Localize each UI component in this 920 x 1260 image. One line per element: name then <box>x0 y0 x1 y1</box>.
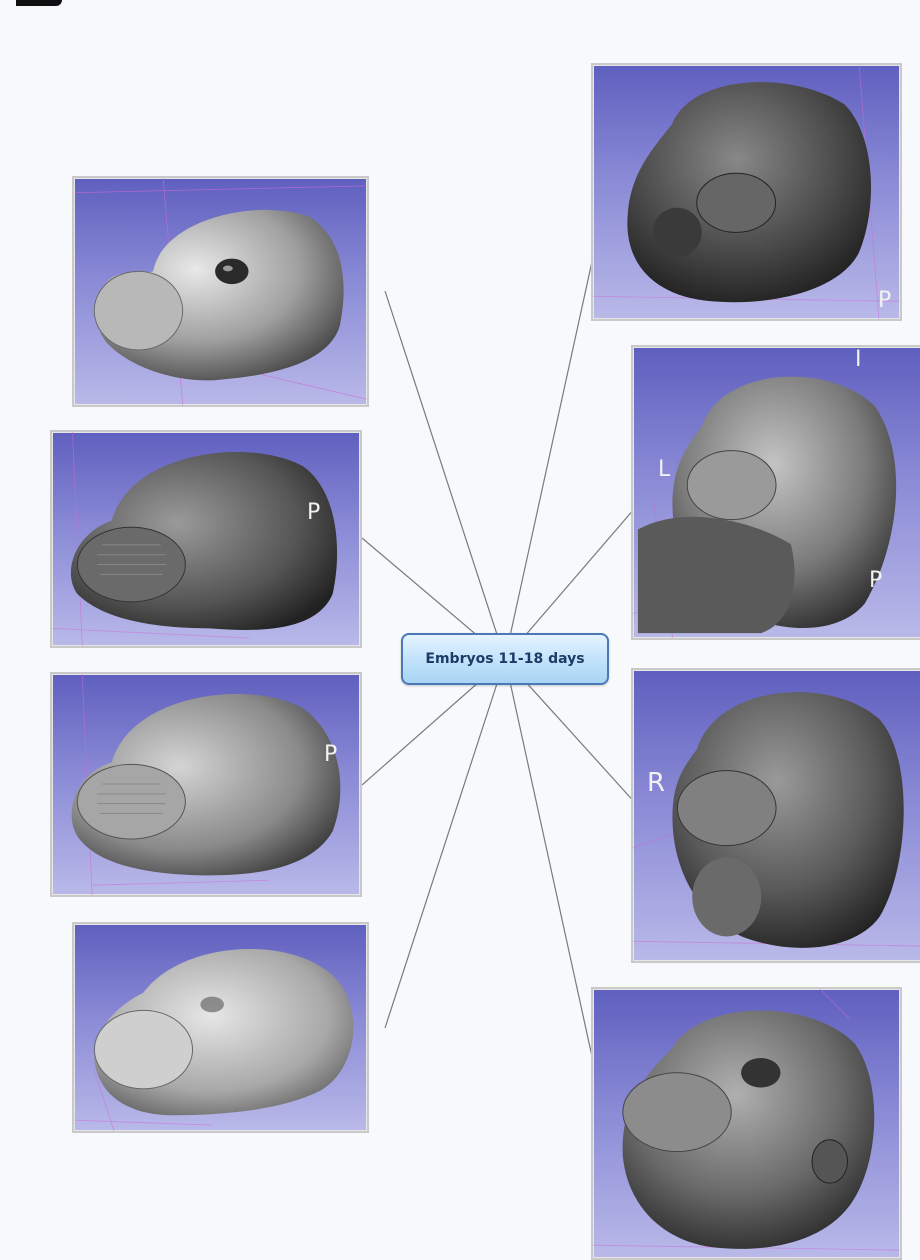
embryo-render <box>633 347 920 638</box>
embryo-render <box>74 924 367 1131</box>
connector-left-4 <box>385 659 505 1028</box>
embryo-image-right-3[interactable]: R <box>631 668 920 963</box>
connector-left-1 <box>385 291 505 659</box>
orientation-label: P <box>324 744 337 766</box>
embryo-render <box>593 65 900 319</box>
embryo-render <box>74 178 367 405</box>
orientation-label: L <box>658 459 670 481</box>
embryo-image-left-3[interactable]: P <box>50 672 362 897</box>
orientation-label: I <box>855 349 862 371</box>
embryo-image-right-2[interactable]: I L P <box>631 345 920 640</box>
central-topic-label: Embryos 11-18 days <box>425 651 584 667</box>
embryo-image-left-1[interactable] <box>72 176 369 407</box>
orientation-label: P <box>869 570 882 592</box>
embryo-render <box>52 432 360 646</box>
orientation-label: P <box>878 290 891 312</box>
orientation-label: R <box>647 770 665 796</box>
central-topic-node[interactable]: Embryos 11-18 days <box>401 633 609 685</box>
embryo-image-right-4[interactable] <box>591 987 902 1260</box>
embryo-render <box>633 670 920 961</box>
embryo-image-right-1[interactable]: P <box>591 63 902 321</box>
embryo-render <box>593 989 900 1258</box>
embryo-image-left-4[interactable] <box>72 922 369 1133</box>
orientation-label: P <box>307 502 320 524</box>
embryo-render <box>52 674 360 895</box>
embryo-image-left-2[interactable]: P <box>50 430 362 648</box>
